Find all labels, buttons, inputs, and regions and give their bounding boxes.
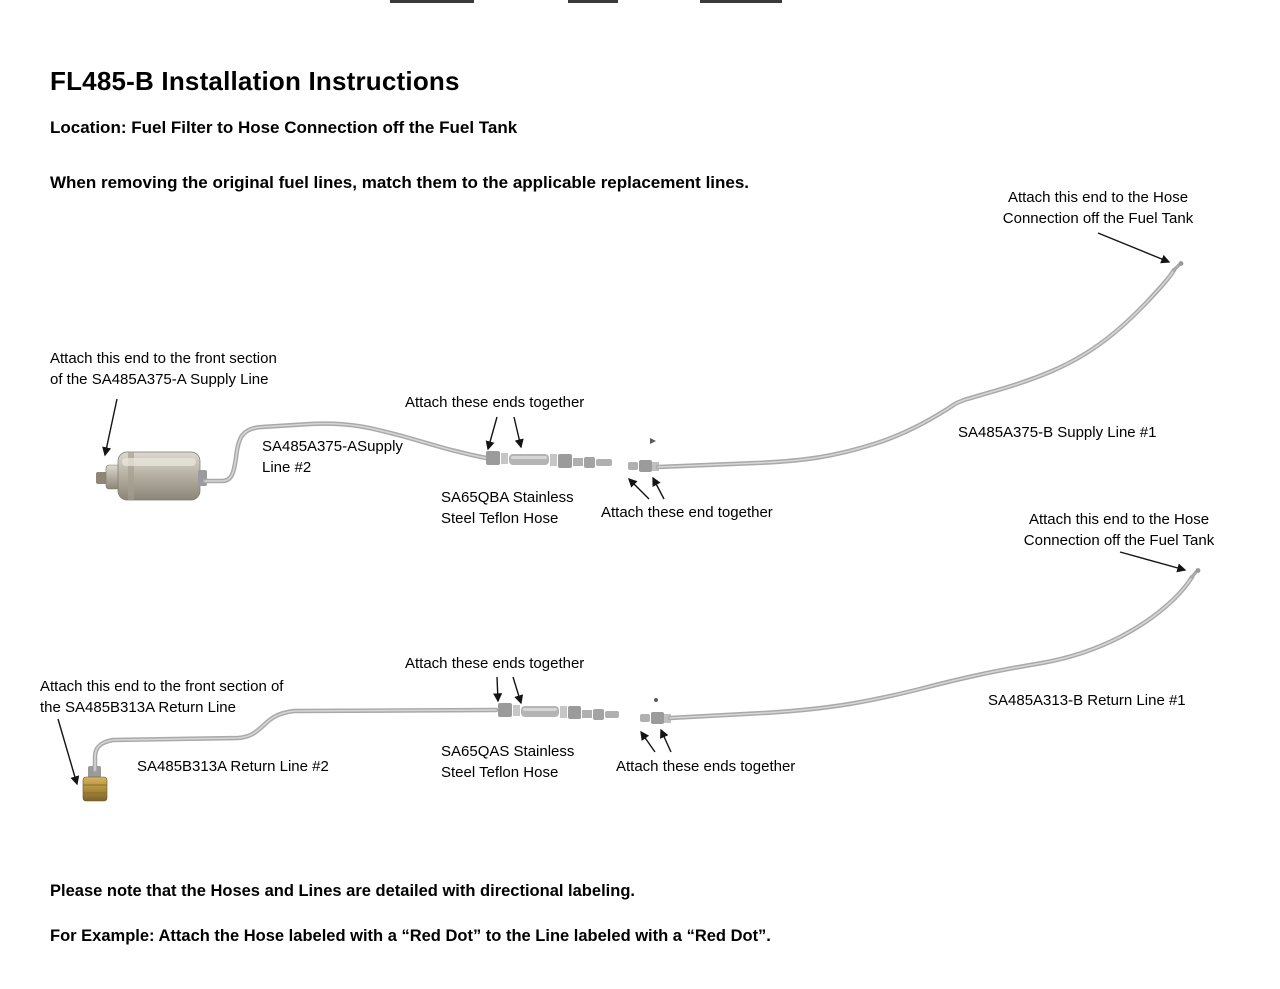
supply-line2-label: SA485A375-ASupply Line #2 xyxy=(262,438,403,477)
supply-line1-label: SA485A375-B Supply Line #1 xyxy=(958,424,1157,441)
annotation-arrows xyxy=(57,232,1187,786)
arrow-return-ends-right-1 xyxy=(640,730,656,753)
page-title: FL485-B Installation Instructions xyxy=(50,66,460,96)
top-crop-artifact xyxy=(390,0,782,3)
return-attach-ends-top: Attach these ends together xyxy=(405,655,585,672)
arrow-return-tank-end xyxy=(1119,551,1187,573)
supply-filter-note: Attach this end to the front section of … xyxy=(50,350,277,389)
fuel-filter xyxy=(96,451,207,501)
return-tank-end-fitting xyxy=(1195,568,1201,573)
return-line1-label: SA485A313-B Return Line #1 xyxy=(988,692,1186,709)
arrow-supply-ends-right-1 xyxy=(628,478,650,500)
arrow-return-ends-left-1 xyxy=(493,676,503,703)
return-fitting-note: Attach this end to the front section of … xyxy=(40,678,284,717)
arrow-return-fitting-end xyxy=(57,718,80,786)
directional-labeling-note: Please note that the Hoses and Lines are… xyxy=(50,858,771,969)
return-line-1 xyxy=(667,568,1201,721)
supply-attach-ends-top: Attach these ends together xyxy=(405,394,585,411)
supply-line-1 xyxy=(655,261,1184,470)
arrow-supply-ends-left-2 xyxy=(513,416,524,449)
note-line-2: For Example: Attach the Hose labeled wit… xyxy=(50,926,771,945)
supply-line-2 xyxy=(202,421,489,484)
return-hose-label: SA65QAS Stainless Steel Teflon Hose xyxy=(441,743,575,782)
directional-mark xyxy=(654,698,658,702)
return-line-2 xyxy=(92,707,499,773)
supply-tank-end-fitting xyxy=(1178,261,1184,266)
arrow-return-ends-right-2 xyxy=(660,728,672,753)
arrow-supply-tank-end xyxy=(1097,232,1171,264)
supply-attach-ends-right: Attach these end together xyxy=(601,504,773,521)
return-tank-end-note: Attach this end to the Hose Connection o… xyxy=(1023,511,1215,550)
return-fitting-brass xyxy=(82,766,108,802)
supply-hose-sa65qba xyxy=(486,438,659,472)
supply-tank-end-note: Attach this end to the Hose Connection o… xyxy=(1002,189,1194,228)
return-hose-sa65qas xyxy=(498,698,671,724)
supply-hose-label: SA65QBA Stainless Steel Teflon Hose xyxy=(441,489,574,528)
return-line2-label: SA485B313A Return Line #2 xyxy=(137,758,329,775)
location-subtitle: Location: Fuel Filter to Hose Connection… xyxy=(50,118,518,137)
arrow-supply-ends-right-2 xyxy=(652,476,665,500)
arrow-supply-ends-left-1 xyxy=(485,416,498,451)
directional-mark xyxy=(650,438,656,444)
arrow-supply-filter-end xyxy=(102,398,118,457)
return-attach-ends-right: Attach these ends together xyxy=(616,758,796,775)
arrow-return-ends-left-2 xyxy=(512,676,524,705)
note-line-1: Please note that the Hoses and Lines are… xyxy=(50,882,635,901)
intro-instruction: When removing the original fuel lines, m… xyxy=(50,173,750,192)
